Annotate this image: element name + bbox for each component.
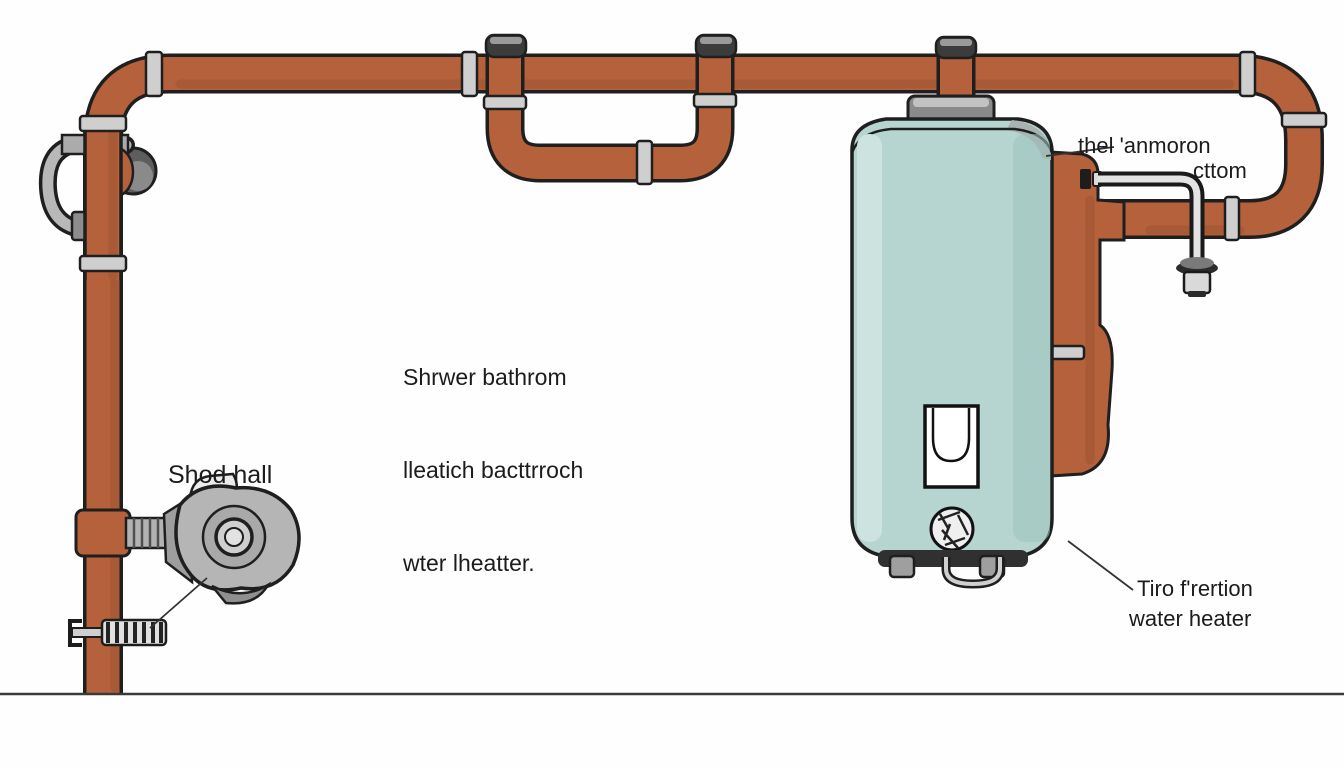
bottom-right-label-line1: Tiro f'rertion	[1137, 576, 1253, 601]
tank-body	[850, 117, 1054, 559]
wall-fixture	[38, 127, 158, 281]
center-note-line1: Shrwer bathrom	[403, 364, 567, 390]
shower-valve	[74, 472, 301, 605]
heat-trap-loop	[484, 33, 738, 183]
leader-line-bottom-right	[1067, 540, 1134, 591]
valve-label: Shod hall	[168, 461, 273, 489]
access-panel	[923, 404, 980, 489]
tank-base	[878, 550, 1028, 589]
vent-icon	[929, 506, 975, 552]
tpr-drain-pipe	[1080, 169, 1218, 297]
pipe-couplings	[78, 50, 1328, 273]
threaded-rod	[68, 618, 168, 647]
valve-nipple-icon	[124, 516, 168, 550]
center-note: Shrwer bathrom lleatich bacttrroch wter …	[403, 300, 583, 641]
top-right-label-line1: thel 'anmoron	[1078, 133, 1211, 158]
top-right-label-line2: cttom	[1193, 158, 1247, 183]
leader-line-valve	[149, 577, 208, 629]
center-note-line2: lleatich bacttrroch	[403, 457, 584, 483]
water-heater-tank	[850, 94, 1054, 589]
center-note-line3: wter lheatter.	[403, 550, 535, 576]
bottom-right-label-line2: water heater	[1129, 606, 1252, 631]
heater-side-column	[1036, 150, 1126, 478]
leader-line-top-right	[1045, 146, 1115, 157]
